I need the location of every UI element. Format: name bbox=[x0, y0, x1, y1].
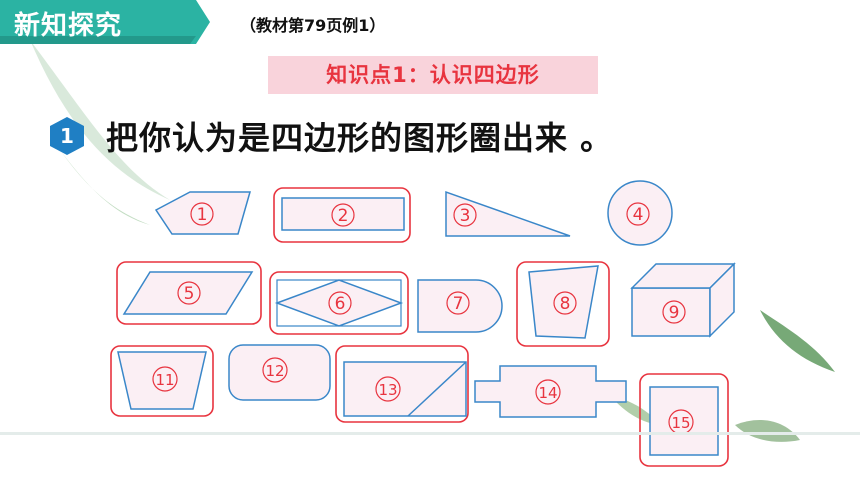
shape-13[interactable]: 13 bbox=[335, 345, 469, 423]
shape-label: 9 bbox=[669, 303, 680, 323]
shape-7[interactable]: 7 bbox=[417, 279, 503, 333]
shape-label: 7 bbox=[453, 294, 464, 314]
shape-15[interactable]: 15 bbox=[639, 373, 729, 467]
selection-ring bbox=[110, 345, 214, 417]
shape-label: 4 bbox=[633, 205, 644, 225]
shape-1[interactable]: 1 bbox=[154, 191, 251, 235]
shape-label: 3 bbox=[460, 206, 471, 226]
textbook-reference: （教材第79页例1） bbox=[240, 16, 386, 35]
shape-label: 6 bbox=[335, 294, 346, 314]
question-text: 把你认为是四边形的图形圈出来 。 bbox=[106, 119, 614, 157]
selection-ring bbox=[273, 187, 411, 243]
shape-label: 12 bbox=[265, 362, 284, 380]
shape-label: 15 bbox=[671, 414, 690, 432]
footer-divider bbox=[0, 432, 860, 435]
knowledge-point-banner: 知识点1：认识四边形 bbox=[268, 56, 598, 94]
selection-ring bbox=[116, 261, 262, 325]
shape-label: 13 bbox=[378, 381, 397, 399]
shape-6[interactable]: 6 bbox=[269, 271, 409, 335]
shape-5[interactable]: 5 bbox=[116, 261, 262, 325]
shape-11[interactable]: 11 bbox=[110, 345, 214, 417]
shape-label: 8 bbox=[560, 294, 571, 314]
shape-2[interactable]: 2 bbox=[273, 187, 411, 243]
shape-3[interactable]: 3 bbox=[445, 190, 571, 237]
shape-12[interactable]: 12 bbox=[228, 344, 331, 401]
knowledge-point-text: 知识点1：认识四边形 bbox=[326, 63, 540, 87]
shape-14[interactable]: 14 bbox=[474, 365, 627, 418]
selection-ring bbox=[516, 261, 610, 347]
shape-label: 14 bbox=[538, 384, 557, 402]
shape-label: 5 bbox=[184, 284, 195, 304]
shape-label: 1 bbox=[197, 205, 208, 225]
question-number-badge: 1 bbox=[47, 116, 87, 156]
selection-ring bbox=[639, 373, 729, 467]
shape-8[interactable]: 8 bbox=[516, 261, 610, 347]
shape-label: 11 bbox=[155, 371, 174, 389]
section-title: 新知探究 bbox=[14, 11, 123, 41]
question-number: 1 bbox=[60, 124, 74, 148]
shape-9[interactable]: 9 bbox=[630, 262, 736, 338]
section-tab: 新知探究 bbox=[0, 0, 210, 44]
selection-ring bbox=[269, 271, 409, 335]
shape-label: 2 bbox=[338, 206, 349, 226]
shape-4[interactable]: 4 bbox=[607, 180, 673, 246]
selection-ring bbox=[335, 345, 469, 423]
